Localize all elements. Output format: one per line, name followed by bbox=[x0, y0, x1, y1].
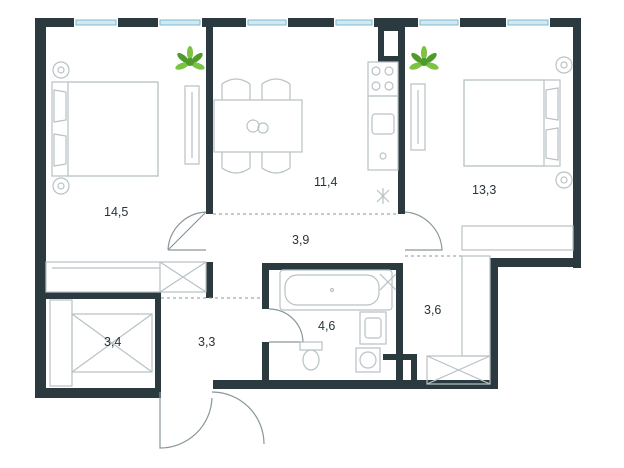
area-hall: 3,9 bbox=[292, 233, 309, 247]
area-labels: 14,5 11,4 13,3 3,9 3,4 3,3 4,6 3,6 bbox=[104, 175, 496, 349]
walls bbox=[35, 18, 581, 398]
table-icon bbox=[213, 78, 303, 174]
wardrobe-interior bbox=[49, 299, 153, 387]
doors bbox=[159, 211, 443, 449]
washbasin-icon bbox=[359, 311, 387, 345]
area-closet: 3,6 bbox=[424, 303, 441, 317]
area-bedroom-1: 14,5 bbox=[104, 205, 128, 219]
washer-icon bbox=[355, 347, 381, 373]
windows bbox=[74, 18, 550, 27]
bed-icon bbox=[51, 61, 200, 195]
room-dividers bbox=[161, 213, 490, 299]
area-bedroom-2: 13,3 bbox=[472, 183, 496, 197]
area-entry: 3,3 bbox=[198, 335, 215, 349]
bed-icon bbox=[410, 56, 573, 189]
area-bathroom: 4,6 bbox=[318, 319, 335, 333]
wardrobe-storage bbox=[45, 261, 207, 293]
stove-icon bbox=[367, 61, 399, 97]
toilet-icon bbox=[299, 341, 323, 371]
plant-icon bbox=[409, 46, 439, 70]
sink-icon bbox=[367, 95, 399, 204]
area-wardrobe: 3,4 bbox=[104, 335, 121, 349]
closet-storage bbox=[426, 225, 574, 385]
plant-icon bbox=[175, 46, 205, 70]
area-kitchen: 11,4 bbox=[314, 175, 337, 189]
bathtub-icon bbox=[279, 269, 397, 311]
